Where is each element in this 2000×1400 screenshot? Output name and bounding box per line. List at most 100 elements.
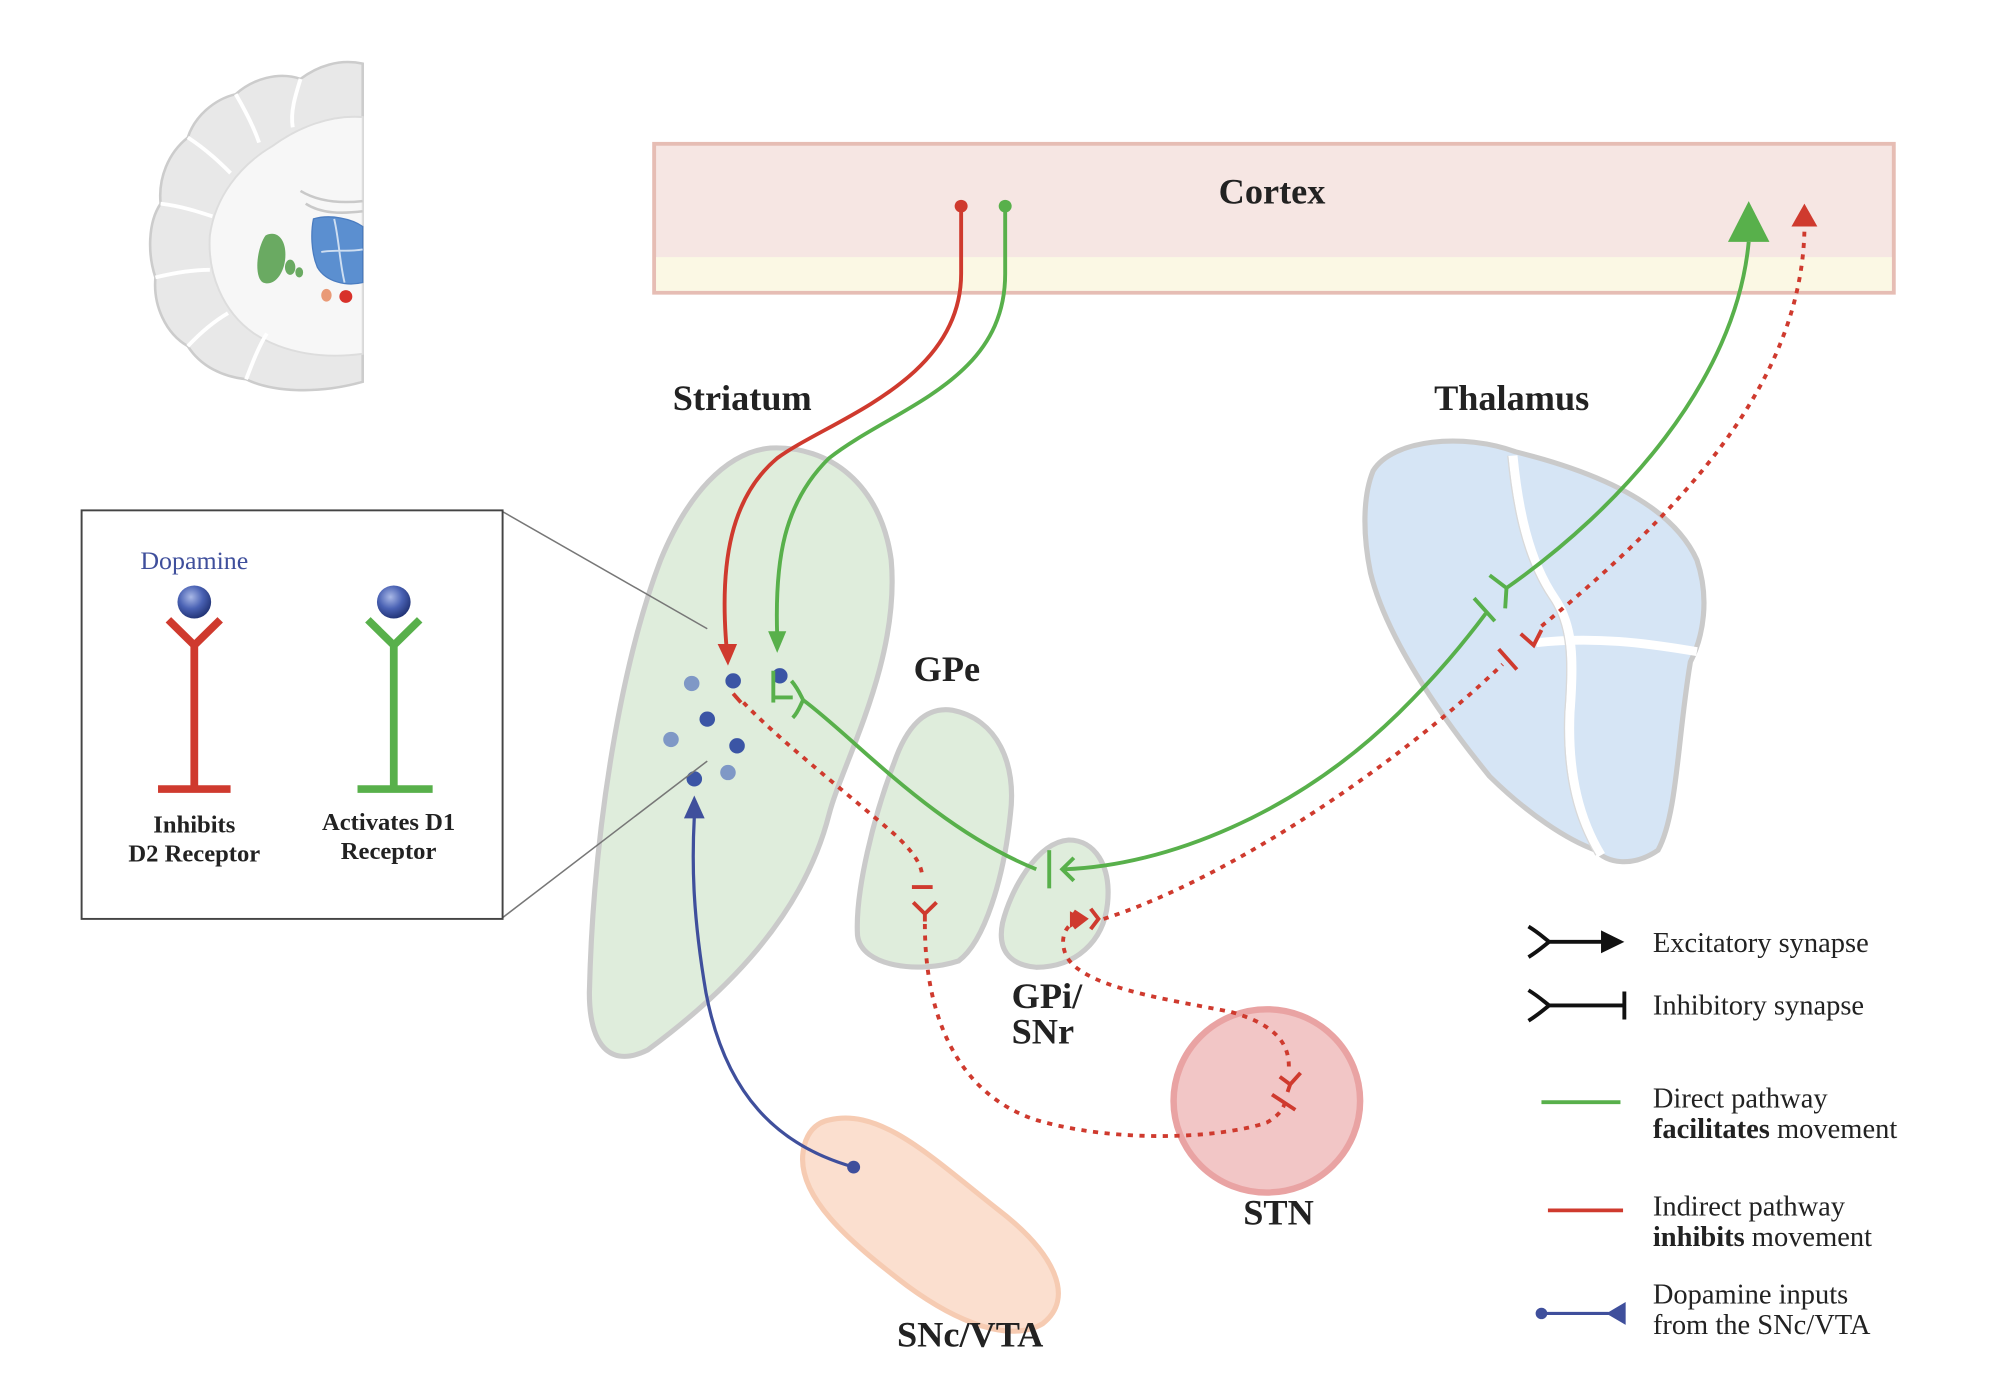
legend-direct-line2: facilitates movement bbox=[1653, 1114, 1898, 1145]
dopamine-swatch-dot bbox=[1535, 1307, 1548, 1320]
thalamus-region: Thalamus bbox=[1362, 378, 1707, 865]
legend-direct-rest: movement bbox=[1770, 1114, 1898, 1145]
legend-excitatory-label: Excitatory synapse bbox=[1653, 928, 1869, 959]
legend-direct: Direct pathway facilitates movement bbox=[1541, 1083, 1898, 1145]
inset-box bbox=[80, 509, 504, 920]
dopamine-dot bbox=[772, 668, 788, 684]
dopamine-projection bbox=[683, 795, 861, 1174]
striatum-label: Striatum bbox=[673, 378, 812, 418]
legend-dopamine: Dopamine inputs from the SNc/VTA bbox=[1535, 1279, 1871, 1341]
inhibitory-synapse-icon bbox=[1527, 988, 1627, 1023]
snc-vta-shape bbox=[800, 1115, 1061, 1334]
legend-dopamine-line1: Dopamine inputs bbox=[1653, 1279, 1848, 1310]
dopamine-path bbox=[691, 817, 855, 1169]
gpi-excitatory-arrowhead bbox=[1069, 911, 1086, 928]
dopamine-label: Dopamine bbox=[140, 546, 248, 575]
stn-thumb bbox=[321, 288, 332, 302]
snc-vta-label: SNc/VTA bbox=[897, 1315, 1043, 1355]
legend: Excitatory synapse Inhibitory synapse Di… bbox=[1527, 924, 1898, 1341]
thalamus-divider-vertical bbox=[1508, 455, 1605, 858]
dopamine-arrowhead bbox=[683, 795, 705, 819]
d2-receptor: Inhibits D2 Receptor bbox=[128, 585, 260, 868]
dopamine-ball-d1 bbox=[376, 585, 411, 619]
dopamine-ball-d2 bbox=[177, 585, 212, 619]
dopamine-dot bbox=[683, 675, 700, 692]
dopamine-dot bbox=[686, 771, 703, 787]
legend-dopamine-line2: from the SNc/VTA bbox=[1653, 1310, 1871, 1341]
legend-indirect-bold: inhibits bbox=[1653, 1222, 1745, 1253]
zoom-line-top bbox=[502, 510, 708, 630]
d1-receptor-icon bbox=[357, 617, 433, 793]
brain-coronal-thumbnail bbox=[148, 60, 364, 392]
thalamus-inhibitory-bar-direct bbox=[1472, 596, 1497, 623]
direct-thalamus-to-cortex bbox=[1505, 241, 1751, 590]
dopamine-dot bbox=[699, 711, 716, 727]
dopamine-dot bbox=[729, 738, 745, 754]
thalamus-shape bbox=[1362, 438, 1707, 865]
striatum-region: Striatum bbox=[586, 378, 895, 1059]
snc-vta-region: SNc/VTA bbox=[800, 1115, 1061, 1355]
direct-cortical-input bbox=[774, 206, 1008, 637]
gpi-receptor-fork-indirect bbox=[1089, 907, 1101, 931]
indirect-stn-to-gpi bbox=[1061, 919, 1291, 1067]
indirect-gpi-to-thalamus bbox=[1103, 662, 1504, 921]
dopamine-swatch-arrowhead bbox=[1606, 1302, 1626, 1325]
legend-excitatory: Excitatory synapse bbox=[1527, 924, 1869, 959]
d1-receptor: Activates D1 Receptor bbox=[322, 585, 455, 865]
stn-inhibitory-bar bbox=[1270, 1092, 1297, 1112]
cortex-to-striatum-direct bbox=[768, 199, 1012, 653]
thalamus-divider-outline bbox=[1507, 455, 1597, 856]
cortex-label: Cortex bbox=[1219, 172, 1326, 212]
stn-label: STN bbox=[1243, 1193, 1314, 1233]
gpe-shape bbox=[854, 707, 1015, 970]
legend-direct-line1: Direct pathway bbox=[1653, 1083, 1828, 1114]
indirect-thalamus-to-cortex bbox=[1540, 231, 1807, 628]
receptor-inset: Dopamine Inhibits D2 Receptor Activates … bbox=[80, 509, 708, 920]
gpe-receptor-fork bbox=[911, 901, 938, 922]
indirect-cortical-input bbox=[722, 206, 964, 650]
legend-indirect-line2: inhibits movement bbox=[1653, 1222, 1872, 1253]
dopamine-dot bbox=[720, 764, 736, 781]
legend-direct-bold: facilitates bbox=[1653, 1114, 1770, 1145]
stn-region: STN bbox=[1170, 1006, 1364, 1233]
thalamus-label: Thalamus bbox=[1434, 378, 1589, 418]
ventricle-line bbox=[299, 189, 363, 204]
dopamine-dot bbox=[725, 673, 741, 689]
indirect-excitatory-arrowhead bbox=[1791, 203, 1818, 227]
zoom-line-bottom bbox=[502, 760, 708, 919]
cortex-to-striatum-indirect bbox=[717, 199, 968, 666]
gpe-region: GPe bbox=[854, 649, 1015, 970]
d2-label-line1: Inhibits bbox=[153, 812, 235, 839]
gpe-label: GPe bbox=[914, 649, 980, 689]
direct-pathway bbox=[771, 201, 1770, 889]
ventricle-line-2 bbox=[304, 202, 363, 214]
gpi-label-line1: GPi/ bbox=[1012, 976, 1084, 1016]
stn-receptor-fork bbox=[1278, 1071, 1302, 1093]
cortex-region: Cortex bbox=[652, 141, 1896, 295]
snc-thumb bbox=[339, 290, 353, 303]
thalamus-divider-horizontal bbox=[1535, 635, 1698, 657]
stn-shape bbox=[1170, 1006, 1364, 1196]
legend-indirect-line1: Indirect pathway bbox=[1653, 1192, 1845, 1223]
d1-label-line2: Receptor bbox=[341, 838, 437, 865]
striatum-indirect-tick bbox=[731, 692, 743, 704]
indirect-striatum-to-gpe bbox=[742, 701, 925, 879]
gpi-receptor-fork bbox=[1059, 856, 1076, 883]
thalamus-inhibitory-bar-indirect bbox=[1497, 647, 1519, 671]
indirect-pathway bbox=[731, 203, 1818, 1138]
legend-inhibitory: Inhibitory synapse bbox=[1527, 988, 1864, 1023]
d1-label-line1: Activates D1 bbox=[322, 809, 455, 836]
direct-gpi-to-thalamus bbox=[1064, 612, 1488, 872]
d2-label-line2: D2 Receptor bbox=[128, 841, 260, 868]
globus-pallidus-thumb bbox=[284, 259, 296, 275]
striatum-thumb-divider bbox=[321, 218, 363, 283]
indirect-input-arrowhead bbox=[717, 644, 738, 666]
direct-input-arrowhead bbox=[768, 631, 787, 653]
striatal-dopamine-dots bbox=[663, 668, 788, 787]
excitatory-synapse-icon bbox=[1527, 924, 1607, 959]
thalamus-receptor-fork-indirect bbox=[1519, 629, 1544, 649]
dopamine-dot bbox=[663, 731, 679, 748]
legend-inhibitory-label: Inhibitory synapse bbox=[1653, 991, 1864, 1022]
brain-sulci bbox=[154, 78, 303, 380]
